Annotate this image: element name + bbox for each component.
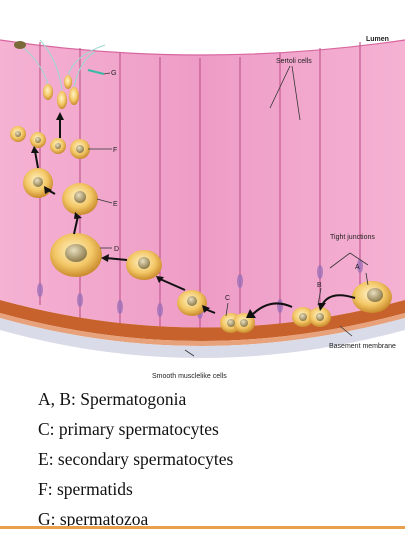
legend-item: A, B: Spermatogonia [38, 389, 187, 409]
label-F: F [113, 147, 117, 154]
basement-membrane [0, 300, 405, 341]
primary-spermatocyte-upper [126, 250, 162, 280]
label-basement-membrane: Basement membrane [329, 343, 396, 350]
spermatogonium-A [352, 281, 392, 313]
secondary-spermatocyte-E [23, 168, 98, 215]
spermatid-F [10, 126, 90, 159]
label-A: A [355, 264, 360, 271]
legend-item: C: primary spermatocytes [38, 419, 219, 439]
spermatozoa-G [14, 39, 106, 109]
label-E: E [113, 201, 118, 208]
legend-item: F: spermatids [38, 479, 133, 499]
lumen-edge [0, 0, 405, 55]
spermatogonium-B [292, 307, 331, 327]
label-G: G [111, 70, 116, 77]
label-C: C [225, 295, 230, 302]
legend-list: A, B: Spermatogonia C: primary spermatoc… [38, 386, 233, 536]
bottom-divider [0, 526, 405, 529]
label-lumen: Lumen [366, 36, 389, 43]
label-smooth-musclelike-cells: Smooth musclelike cells [152, 373, 227, 380]
smooth-muscle-layer [0, 318, 405, 358]
seminiferous-tubule-diagram: Lumen Sertoli cells Tight junctions A B … [0, 0, 405, 380]
legend-item: G: spermatozoa [38, 509, 149, 529]
label-B: B [317, 282, 322, 289]
spermatocyte-D [50, 233, 102, 277]
label-sertoli-cells: Sertoli cells [276, 58, 312, 65]
progression-arrows [34, 118, 356, 316]
label-D: D [114, 246, 119, 253]
legend-item: E: secondary spermatocytes [38, 449, 234, 469]
label-tight-junctions: Tight junctions [330, 234, 375, 241]
primary-spermatocyte-mid [177, 290, 207, 316]
